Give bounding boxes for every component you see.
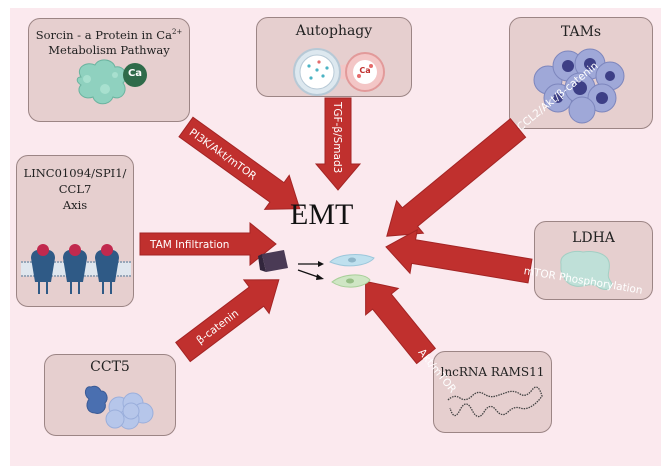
node-cct5: CCT5 (44, 354, 176, 436)
node-autophagy-title: Autophagy (295, 23, 373, 39)
calcium-badge-icon (123, 63, 147, 87)
node-lncrna-rams11-title: lncRNA RAMS11 (440, 365, 545, 379)
arrow-linc: TAM Infiltration (139, 221, 277, 267)
node-ldha: LDHA (534, 221, 653, 300)
ldha-protein-icon (560, 251, 613, 290)
autophagy-icon (293, 48, 385, 96)
arrow-label-sorcin: PI3K/Akt/mTOR (187, 126, 259, 182)
node-tams: TAMs (509, 17, 653, 129)
node-tams-title: TAMs (560, 24, 602, 40)
node-ldha-title: LDHA (572, 230, 615, 246)
arrow-cct5: β-catenin (175, 279, 280, 363)
node-sorcin-title: Sorcin - a Protein in Ca2+ Metabolism Pa… (35, 27, 183, 57)
autophagy-calcium-label: Ca (359, 66, 371, 75)
cell-cluster-icon (533, 48, 625, 124)
node-autophagy: Autophagy Ca (256, 17, 412, 97)
arrow-lncrna: Akt/mTOR (365, 280, 459, 396)
arrow-label-autophagy: TGF-β/Smad3 (331, 101, 343, 173)
node-linc01094-title: LINC01094/SPI1/ CCL7 Axis (23, 166, 127, 212)
arrow-label-linc: TAM Infiltration (149, 239, 229, 251)
node-sorcin: Sorcin - a Protein in Ca2+ Metabolism Pa… (28, 18, 190, 122)
arrow-autophagy: TGF-β/Smad3 (314, 97, 362, 191)
arrow-label-lncrna: Akt/mTOR (416, 347, 459, 396)
cct5-protein-icon (84, 385, 154, 430)
emt-transition-icon (258, 250, 375, 288)
arrow-ldha: mTOR Phosphorylation (385, 228, 644, 297)
protein-icon (76, 59, 147, 105)
node-cct5-title: CCT5 (90, 359, 130, 375)
arrow-label-ldha: mTOR Phosphorylation (523, 265, 644, 297)
arrow-label-tams: CCL2/Akt/β-catenin (515, 60, 601, 134)
calcium-badge: Ca (127, 68, 143, 79)
node-linc01094: LINC01094/SPI1/ CCL7 Axis (16, 155, 134, 307)
membrane-receptor-icon (21, 244, 131, 294)
node-lncrna-rams11: lncRNA RAMS11 (433, 351, 552, 433)
center-label-emt: EMT (290, 198, 354, 231)
rna-strand-icon (447, 386, 543, 418)
arrow-tams: CCL2/Akt/β-catenin (386, 60, 601, 237)
